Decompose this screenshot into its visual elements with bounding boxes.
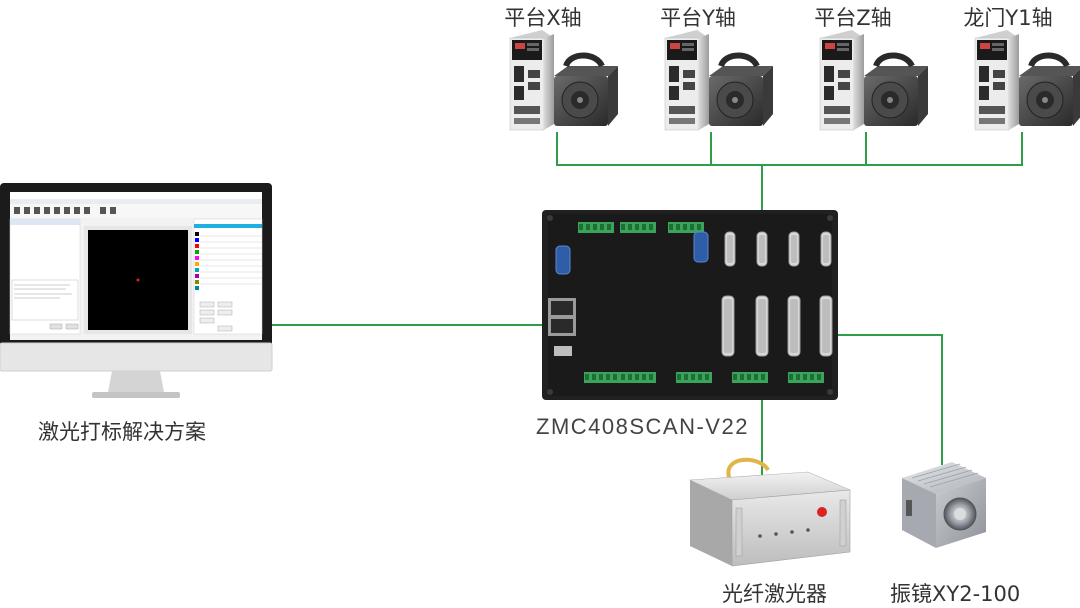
- servo-motor-platform-y: [665, 30, 773, 130]
- controller-label: ZMC408SCAN-V22: [536, 414, 749, 439]
- motion-controller: [542, 210, 838, 400]
- servo-motor-gantry-y1: [975, 30, 1080, 130]
- laser-label: 光纤激光器: [722, 582, 827, 606]
- servo-motor-platform-x: [510, 30, 618, 130]
- pc-label: 激光打标解决方案: [38, 420, 206, 444]
- pc-monitor: [0, 183, 273, 398]
- galvo-scanner: [902, 462, 986, 548]
- motor-label-gantry-y1: 龙门Y1轴: [963, 6, 1053, 30]
- fiber-laser: [688, 457, 851, 567]
- galvo-label: 振镜XY2-100: [890, 582, 1021, 606]
- motor-label-platform-z: 平台Z轴: [814, 6, 892, 30]
- motor-label-platform-x: 平台X轴: [504, 6, 582, 30]
- controller-to-galvo-line: [826, 334, 943, 465]
- servo-motor-platform-z: [820, 30, 928, 130]
- motor-label-platform-y: 平台Y轴: [660, 6, 736, 30]
- motor-bus-line: [556, 132, 1023, 166]
